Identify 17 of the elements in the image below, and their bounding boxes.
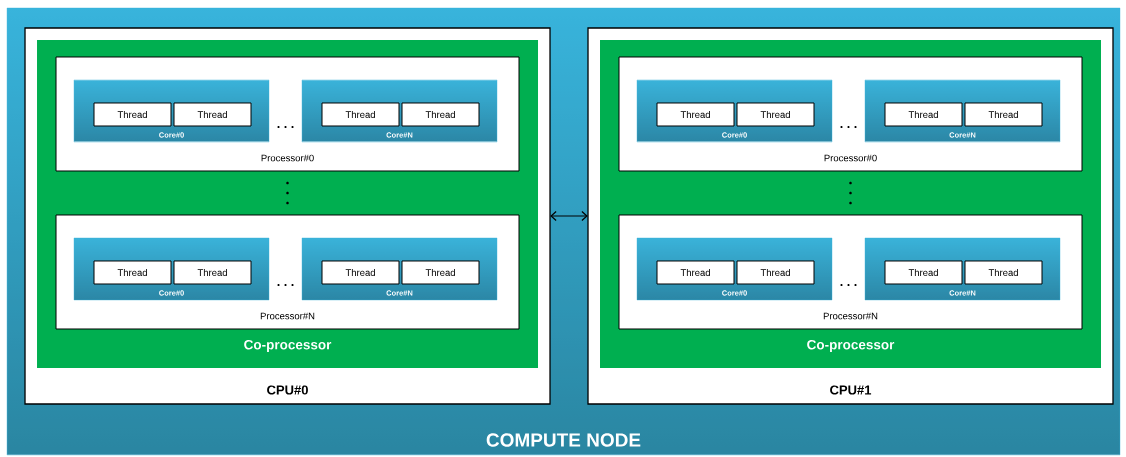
thread-box: Thread bbox=[736, 102, 815, 127]
thread-box: Thread bbox=[173, 260, 252, 285]
thread-box: Thread bbox=[173, 102, 252, 127]
thread-box: Thread bbox=[401, 260, 480, 285]
thread-box: Thread bbox=[736, 260, 815, 285]
thread-box: Thread bbox=[964, 102, 1043, 127]
thread-box: Thread bbox=[401, 102, 480, 127]
thread-box: Thread bbox=[321, 260, 400, 285]
double-arrow bbox=[550, 210, 588, 222]
thread-box: Thread bbox=[93, 102, 172, 127]
thread-box: Thread bbox=[884, 102, 963, 127]
thread-box: Thread bbox=[321, 102, 400, 127]
thread-box: Thread bbox=[93, 260, 172, 285]
thread-box: Thread bbox=[884, 260, 963, 285]
thread-box: Thread bbox=[964, 260, 1043, 285]
thread-box: Thread bbox=[656, 102, 735, 127]
thread-box: Thread bbox=[656, 260, 735, 285]
